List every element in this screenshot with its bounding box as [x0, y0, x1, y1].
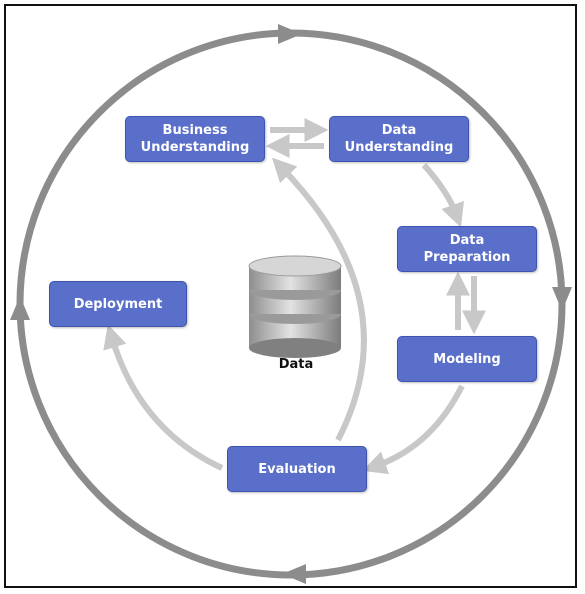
database-label: Data — [278, 357, 314, 372]
outer-arrow-left — [10, 296, 30, 320]
outer-arrow-right — [552, 287, 572, 311]
outer-arrow-top — [278, 24, 302, 44]
stage-business-understanding[interactable]: Business Understanding — [125, 116, 265, 162]
outer-arrow-bottom — [282, 564, 306, 584]
stage-label-line: Understanding — [344, 140, 454, 155]
stage-label: Modeling — [433, 351, 501, 367]
stage-label-line: Understanding — [140, 140, 250, 155]
stage-data-preparation[interactable]: Data Preparation — [397, 226, 537, 272]
stage-modeling[interactable]: Modeling — [397, 336, 537, 382]
arrow-evaluation-to-deployment — [103, 324, 224, 471]
stage-label: Evaluation — [258, 461, 336, 477]
arrow-evaluation-to-business — [271, 157, 367, 442]
stage-label-line: Business — [162, 123, 228, 138]
stage-label-line: Preparation — [423, 250, 511, 265]
stage-label: Deployment — [73, 296, 163, 312]
stage-deployment[interactable]: Deployment — [49, 281, 187, 327]
stage-label-line: Data — [381, 123, 417, 138]
stage-label-line: Data — [449, 233, 485, 248]
stage-evaluation[interactable]: Evaluation — [227, 446, 367, 492]
stage-data-understanding[interactable]: Data Understanding — [329, 116, 469, 162]
arrow-modeling-to-evaluation — [362, 384, 465, 475]
database-icon — [248, 255, 342, 358]
arrow-data-understanding-to-preparation — [421, 163, 464, 228]
